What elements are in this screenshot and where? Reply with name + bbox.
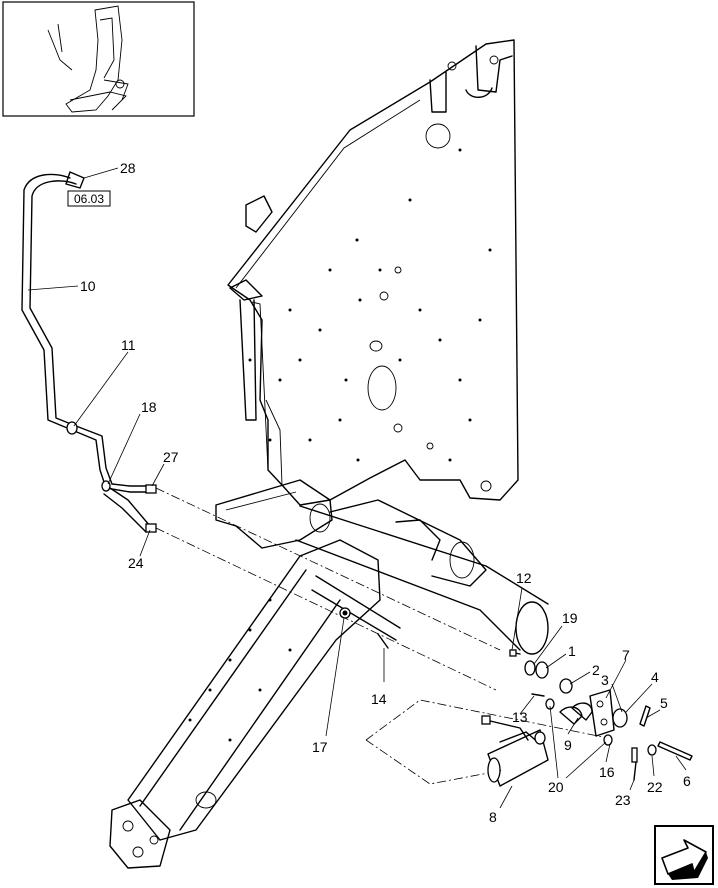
callout-22[interactable]: 22 [647,779,663,795]
callout-1[interactable]: 1 [568,643,576,659]
callout-11[interactable]: 11 [121,337,136,353]
overview-thumbnail-icon[interactable] [2,1,195,117]
callout-4[interactable]: 4 [651,669,659,685]
reference-box-label: 06.03 [74,192,104,206]
callout-9[interactable]: 9 [564,737,572,753]
axle-tube-assembly [295,499,549,655]
callout-18[interactable]: 18 [141,399,157,415]
callout-27[interactable]: 27 [163,449,179,465]
callout-19[interactable]: 19 [562,610,578,626]
next-page-arrow-icon[interactable] [654,825,714,885]
callout-24[interactable]: 24 [128,555,144,571]
callout-5[interactable]: 5 [660,695,668,711]
clamp-part-9 [559,702,593,725]
callout-12[interactable]: 12 [516,570,532,586]
reference-box[interactable]: 06.03 [67,190,111,207]
callout-6[interactable]: 6 [683,773,691,789]
callout-10[interactable]: 10 [80,278,96,294]
main-frame-plate [215,39,519,549]
callout-8[interactable]: 8 [489,809,497,825]
drawbar-tongue [109,539,401,869]
leader-lines [27,167,687,809]
callout-17[interactable]: 17 [312,739,328,755]
callout-labels: 28 10 11 18 27 24 12 19 1 2 7 3 4 5 6 13… [80,160,691,825]
callout-2[interactable]: 2 [592,662,600,678]
callout-16[interactable]: 16 [599,764,615,780]
actuator-assembly [481,715,549,787]
callout-20[interactable]: 20 [548,779,564,795]
callout-28[interactable]: 28 [120,160,136,176]
callout-14[interactable]: 14 [371,691,387,707]
phantom-lines [155,487,609,785]
bracket-part-7 [589,689,615,737]
callout-3[interactable]: 3 [601,672,609,688]
small-fasteners [509,649,693,781]
callout-23[interactable]: 23 [615,792,631,808]
callout-7[interactable]: 7 [622,647,630,663]
hydraulic-hose [21,171,157,533]
callout-13[interactable]: 13 [512,709,528,725]
